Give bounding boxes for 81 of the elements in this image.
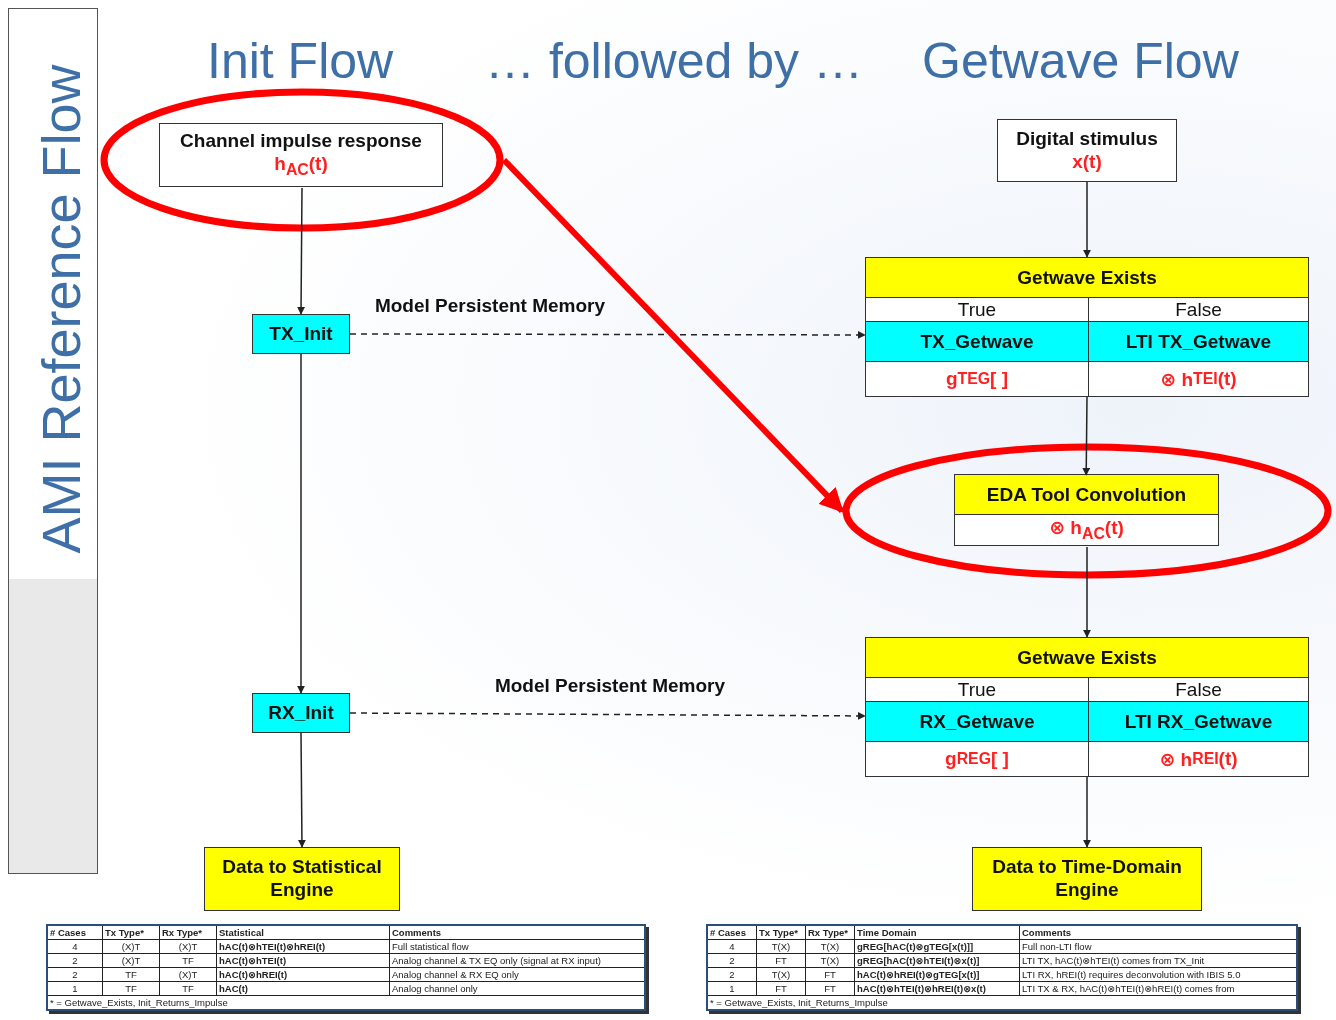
table-cell: hAC(t)⊗hTEI(t) (216, 953, 390, 968)
engine-box: Data to Time-Domain Engine (972, 847, 1202, 911)
formula: x(t) (1072, 150, 1102, 174)
decision-table (865, 257, 1309, 397)
arrow (1083, 776, 1091, 848)
column-header: Tx Type* (756, 925, 806, 940)
table-cell: (X)T (159, 967, 217, 982)
table-cell: T(X) (805, 939, 855, 954)
table-cell: FT (756, 953, 806, 968)
arrow (1082, 396, 1091, 476)
table-cell: 1 (707, 981, 757, 996)
arrow (501, 157, 845, 514)
table-cell: hAC(t)⊗hTEI(t)⊗hREI(t) (216, 939, 390, 954)
table-cell: (X)T (102, 953, 160, 968)
table-cell: FT (805, 981, 855, 996)
section-heading: Init Flow (207, 32, 394, 90)
arrow (297, 732, 306, 848)
condition-label: False (1088, 678, 1308, 702)
function-label: TX_Getwave (866, 322, 1088, 362)
process-box (159, 123, 443, 187)
formula: ⊗ h$_{AC}$(t) (1049, 516, 1124, 544)
table-cell: hAC(t) (216, 981, 390, 996)
table-cell: hAC(t)⊗hREI(t) (216, 967, 390, 982)
table-header: Getwave Exists (866, 258, 1308, 298)
table-cell: T(X) (756, 939, 806, 954)
column-header: Rx Type* (159, 925, 217, 940)
table-cell: FT (756, 981, 806, 996)
formula: h$_{AC}$(t) (274, 153, 328, 180)
table-cell: (X)T (159, 939, 217, 954)
column-header: Time Domain (854, 925, 1020, 940)
table-cell: hAC(t)⊗hTEI(t)⊗hREI(t)⊗x(t) (854, 981, 1020, 996)
column-header: # Cases (707, 925, 757, 940)
column-header: Rx Type* (805, 925, 855, 940)
convolution-box (954, 474, 1219, 546)
table-cell: (X)T (102, 939, 160, 954)
table-cell: TF (102, 967, 160, 982)
table-cell: gREG[hAC(t)⊗gTEG[x(t)]] (854, 939, 1020, 954)
dashed-arrow (349, 711, 866, 720)
table-cell: 2 (707, 953, 757, 968)
table-cell: T(X) (756, 967, 806, 982)
section-heading: Getwave Flow (922, 32, 1239, 90)
column-header: # Cases (47, 925, 103, 940)
init-box: TX_Init (252, 314, 350, 354)
dashed-arrow (349, 330, 866, 339)
table-cell: 1 (47, 981, 103, 996)
section-heading: … followed by … (485, 32, 863, 90)
arrow (297, 353, 305, 694)
arrow (1083, 546, 1091, 638)
decision-table (865, 637, 1309, 777)
table-cell: 2 (47, 967, 103, 982)
table-cell: 2 (47, 953, 103, 968)
box-title: EDA Tool Convolution (955, 475, 1218, 515)
table-cell: FT (805, 967, 855, 982)
table-column (1088, 678, 1308, 776)
function-label: RX_Getwave (866, 702, 1088, 742)
table-cell: hAC(t)⊗hREI(t)⊗gTEG[x(t)] (854, 967, 1020, 982)
init-box: RX_Init (252, 693, 350, 733)
table-cell: TF (102, 981, 160, 996)
table-cell: 2 (707, 967, 757, 982)
edge-label: Model Persistent Memory (494, 675, 726, 697)
table-cell: 4 (707, 939, 757, 954)
table-column (1088, 298, 1308, 396)
engine-box: Data to Statistical Engine (204, 847, 400, 911)
box-title: Digital stimulus (1016, 127, 1158, 151)
function-label: LTI TX_Getwave (1088, 322, 1308, 362)
column-header: Tx Type* (102, 925, 160, 940)
condition-label: False (1088, 298, 1308, 322)
diagram-title: AMI Reference Flow (30, 64, 92, 554)
table-cell: TF (159, 981, 217, 996)
arrow (297, 187, 306, 315)
function-label: LTI RX_Getwave (1088, 702, 1308, 742)
column-header: Statistical (216, 925, 390, 940)
table-cell: gREG[hAC(t)⊗hTEI(t)⊗x(t)] (854, 953, 1020, 968)
table-cell: T(X) (805, 953, 855, 968)
table-cell: 4 (47, 939, 103, 954)
edge-label: Model Persistent Memory (374, 295, 606, 317)
process-box (997, 119, 1177, 182)
table-cell: TF (159, 953, 217, 968)
arrow (1083, 181, 1091, 258)
table-header: Getwave Exists (866, 638, 1308, 678)
box-title: Channel impulse response (180, 130, 422, 153)
